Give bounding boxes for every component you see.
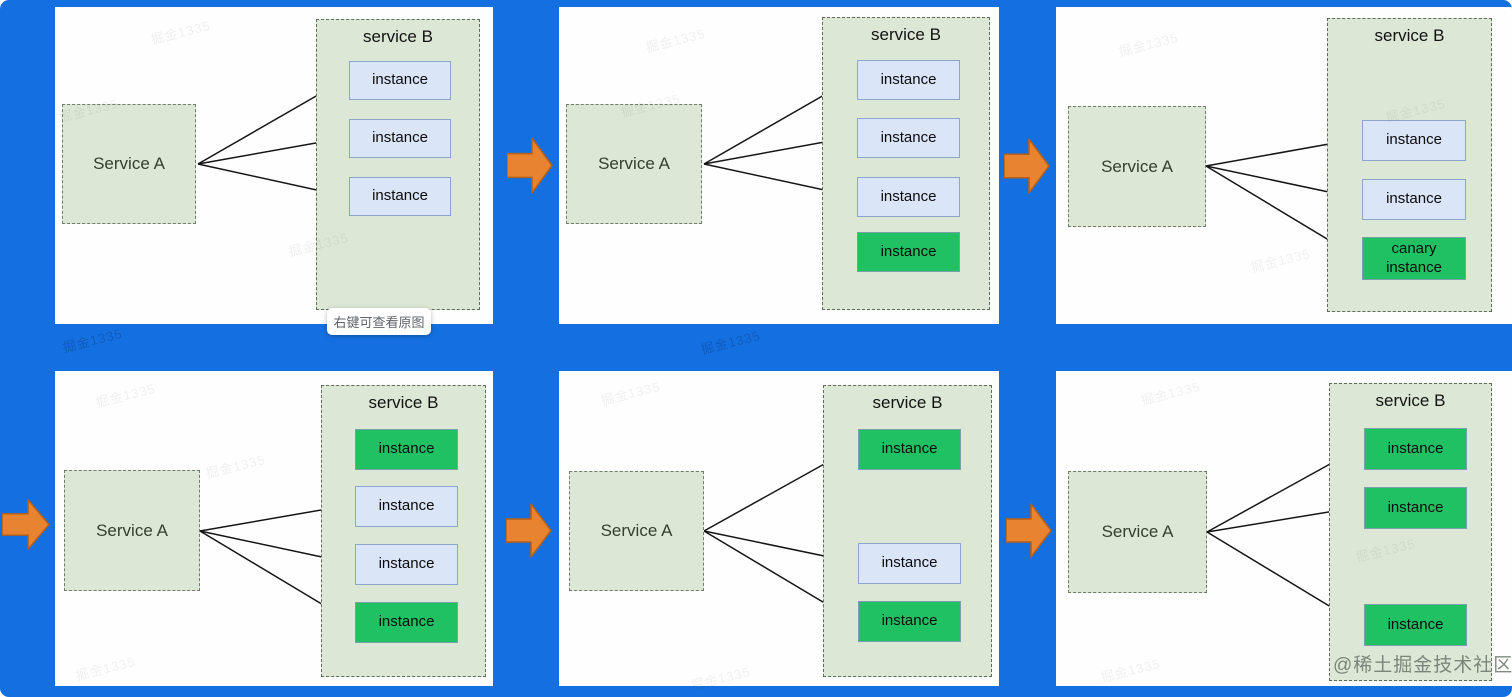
instance-box: instance bbox=[858, 543, 961, 584]
instance-box: instance bbox=[857, 118, 960, 158]
instance-box: instance bbox=[857, 177, 960, 217]
flow-arrow-icon bbox=[1006, 503, 1052, 558]
service-a-label: Service A bbox=[93, 154, 165, 173]
instance-box-new: instance bbox=[858, 601, 961, 642]
service-b-group: service B instance instance instance ins… bbox=[321, 385, 486, 677]
instance-box: instance bbox=[349, 177, 451, 216]
service-a-box: Service A bbox=[566, 104, 702, 224]
instance-box: instance bbox=[1362, 120, 1466, 161]
service-a-label: Service A bbox=[1101, 156, 1173, 176]
instance-box-new: instance bbox=[1364, 604, 1467, 646]
service-b-group: service B instance instance instance bbox=[316, 19, 480, 310]
panel-step-2: Service A service B instance instance in… bbox=[559, 7, 999, 324]
instance-box: instance bbox=[355, 544, 458, 585]
service-b-group: service B instance instance instance ins… bbox=[822, 17, 990, 310]
service-b-group: service B instance instance instance bbox=[823, 385, 992, 677]
instance-box-new: instance bbox=[355, 602, 458, 643]
tooltip-label: 右键可查看原图 bbox=[333, 315, 425, 330]
service-b-label: service B bbox=[1375, 391, 1446, 410]
service-b-group: service B instance instance canary insta… bbox=[1327, 18, 1492, 312]
flow-arrow-icon bbox=[2, 499, 50, 550]
instance-box-new: instance bbox=[355, 429, 458, 470]
instance-box: instance bbox=[857, 60, 960, 100]
flow-arrow-icon bbox=[506, 503, 552, 558]
service-b-label: service B bbox=[872, 393, 943, 412]
watermark-text: 掘金1335 bbox=[61, 325, 125, 356]
image-hint-tooltip: 右键可查看原图 bbox=[327, 308, 431, 335]
service-a-box: Service A bbox=[1068, 106, 1206, 227]
service-b-group: service B instance instance instance @稀土… bbox=[1329, 383, 1512, 681]
instance-box-new: instance bbox=[857, 232, 960, 272]
panel-step-4: Service A service B instance instance in… bbox=[55, 371, 493, 686]
service-a-label: Service A bbox=[598, 154, 670, 173]
flow-arrow-icon bbox=[1004, 138, 1050, 194]
instance-box: instance bbox=[349, 61, 451, 100]
service-a-box: Service A bbox=[64, 470, 200, 591]
service-b-label: service B bbox=[1374, 26, 1445, 45]
service-b-label: service B bbox=[368, 393, 439, 412]
instance-box-new: instance bbox=[858, 429, 961, 470]
service-b-label: service B bbox=[871, 25, 941, 44]
instance-box-new: instance bbox=[1364, 487, 1467, 529]
service-a-label: Service A bbox=[600, 521, 673, 540]
watermark-text: 掘金1335 bbox=[699, 327, 763, 358]
service-a-box: Service A bbox=[1068, 471, 1207, 593]
instance-box-new: instance bbox=[1364, 428, 1467, 470]
instance-box: instance bbox=[355, 486, 458, 527]
service-a-label: Service A bbox=[96, 520, 168, 540]
panel-step-3: Service A service B instance instance ca… bbox=[1056, 7, 1512, 324]
service-a-label: Service A bbox=[1101, 522, 1174, 541]
service-a-box: Service A bbox=[62, 104, 196, 224]
flow-arrow-icon bbox=[507, 137, 553, 194]
instance-box: instance bbox=[1362, 179, 1466, 220]
panel-step-5: Service A service B instance instance in… bbox=[559, 371, 999, 686]
canary-instance-box: canary instance bbox=[1362, 237, 1466, 280]
instance-box: instance bbox=[349, 119, 451, 158]
service-b-label: service B bbox=[363, 27, 433, 46]
panel-step-6: Service A service B instance instance in… bbox=[1056, 371, 1512, 686]
site-credit-watermark: @稀土掘金技术社区 bbox=[1333, 655, 1512, 676]
service-a-box: Service A bbox=[569, 471, 704, 591]
panel-step-1: Service A service B instance instance in… bbox=[55, 7, 493, 324]
